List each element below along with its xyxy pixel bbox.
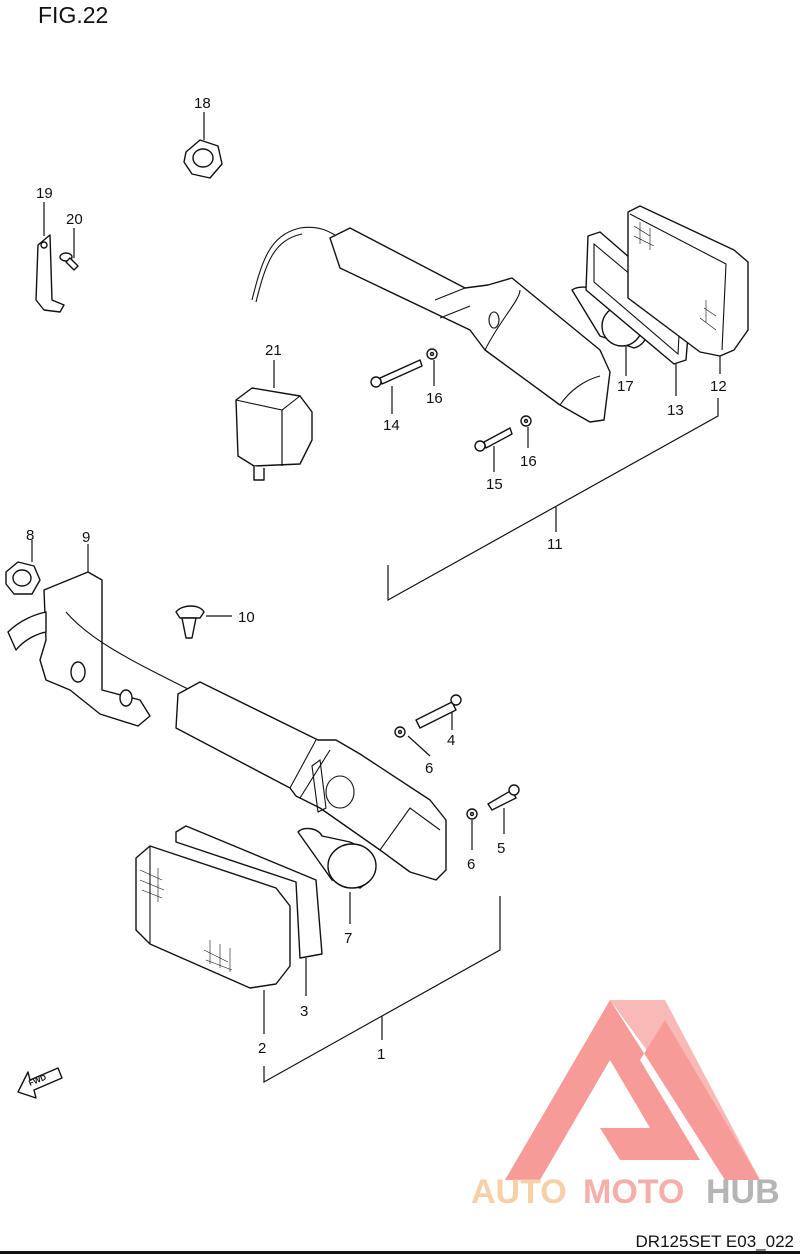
callout-19: 19 [36,185,53,202]
diagram-code: DR125SET E03_022 [635,1232,794,1251]
watermark-triangle [505,1000,760,1180]
callout-11: 11 [547,536,563,553]
callout-labels: 18 19 20 21 14 16 15 16 17 13 12 11 8 9 … [26,95,727,1063]
callout-10: 10 [238,609,255,626]
callout-15: 15 [486,476,503,493]
callout-14: 14 [383,417,400,434]
part-21-relay [235,360,313,481]
callout-4: 4 [447,732,455,749]
figure-title: FIG.22 [38,2,109,28]
part-18-nut [183,112,223,179]
watermark-logo: AUTO MOTO HUB [471,1000,780,1211]
bottom-border [0,1251,800,1254]
watermark-triangle-outer [610,1000,760,1180]
callout-9: 9 [82,529,90,546]
callout-12: 12 [710,378,727,395]
callout-6a: 6 [425,760,433,777]
watermark-text-hub: HUB [706,1173,780,1211]
callout-20: 20 [66,211,83,228]
callout-18: 18 [194,95,211,112]
lower-turn-signal [5,540,520,1084]
part-20-screw [59,228,79,271]
part-19-bracket [35,202,65,313]
callout-6b: 6 [467,856,475,873]
callout-17: 17 [617,378,634,395]
callout-16b: 16 [520,453,537,470]
callout-5: 5 [497,840,505,857]
watermark-text-auto: AUTO [471,1173,567,1211]
fwd-arrow-icon: FWD [17,1067,63,1099]
callout-16a: 16 [426,390,443,407]
callout-1: 1 [377,1046,385,1063]
callout-3: 3 [300,1003,308,1020]
upper-turn-signal [251,205,749,602]
callout-13: 13 [667,402,684,419]
watermark-text-moto: MOTO [583,1173,684,1211]
callout-2: 2 [258,1040,266,1057]
callout-8: 8 [26,527,34,544]
callout-7: 7 [344,930,352,947]
callout-21: 21 [265,342,282,359]
